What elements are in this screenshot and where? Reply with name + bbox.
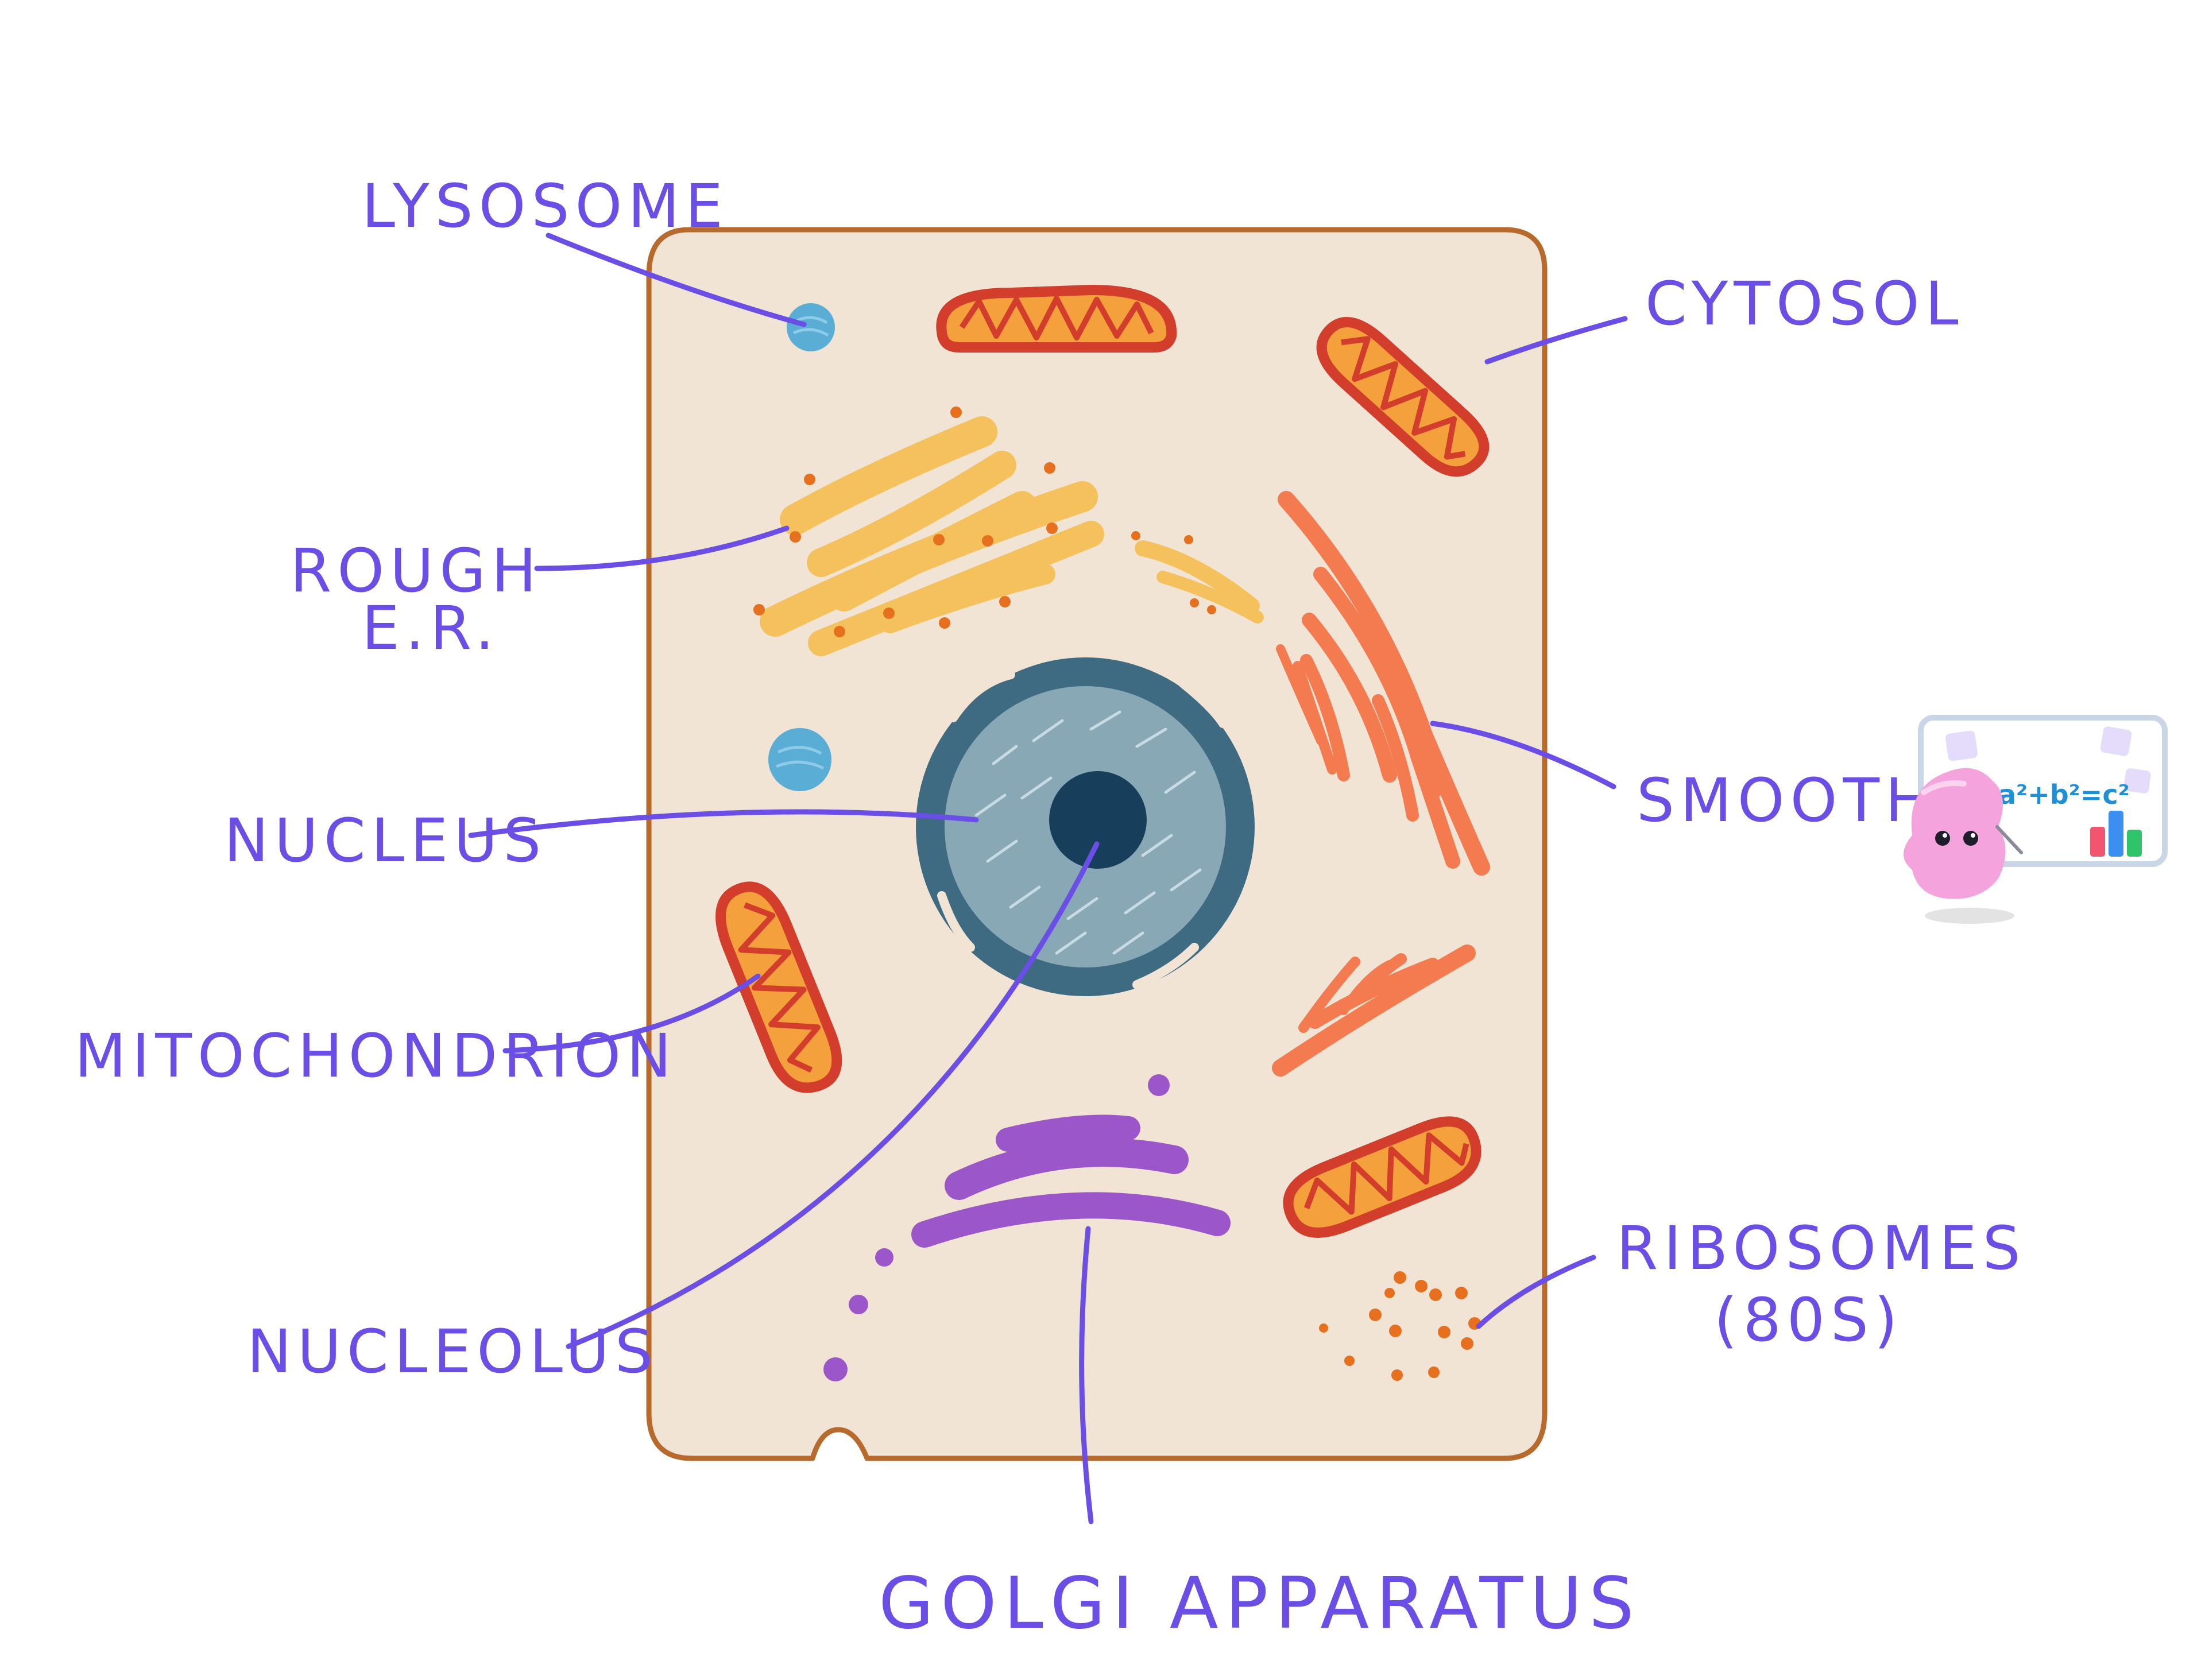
- label-cytosol: CYTOSOL: [1645, 269, 1964, 339]
- label-ribosomes-line2: (80S): [1714, 1285, 1904, 1355]
- leader-mitochondrion: [502, 973, 761, 1054]
- label-lysosome: LYSOSOME: [362, 171, 729, 241]
- mascot-eye-left: [1935, 831, 1950, 846]
- mascot-eye-right: [1963, 831, 1978, 846]
- mitochondrion-bottomright: [1283, 1116, 1481, 1238]
- golgi-vesicles: [823, 1074, 1170, 1381]
- smooth-er: [1272, 491, 1490, 1077]
- mitochondrion-topright: [1316, 317, 1490, 477]
- label-mitochondrion: MITOCHONDRION: [75, 1021, 677, 1091]
- label-rough-er-line2: E.R.: [362, 593, 500, 663]
- lysosome-top: [787, 303, 835, 351]
- leader-lines: [468, 233, 1628, 1524]
- bar-green: [2127, 830, 2142, 857]
- leader-nucleus: [468, 809, 979, 838]
- leader-golgi: [1079, 1226, 1094, 1524]
- rough-er-ribosomes: [753, 407, 1216, 637]
- whiteboard-formula: a²+b²=c²: [1998, 779, 2130, 810]
- leader-lysosome: [546, 233, 807, 327]
- label-golgi: GOLGI APPARATUS: [879, 1562, 1641, 1645]
- golgi-apparatus: [911, 1114, 1231, 1248]
- nucleus: [916, 657, 1255, 996]
- label-rough-er-line1: ROUGH: [290, 536, 542, 606]
- mascot-body: [1904, 768, 2006, 899]
- leader-rough-er: [534, 525, 790, 571]
- rough-er: [760, 416, 1264, 656]
- mitochondrion-left: [715, 881, 842, 1093]
- bar-red: [2090, 827, 2105, 857]
- label-nucleolus: NUCLEOLUS: [247, 1317, 659, 1387]
- leader-smooth-er: [1430, 721, 1616, 789]
- leader-nucleolus: [566, 841, 1100, 1349]
- bar-blue: [2109, 811, 2123, 857]
- lysosome-left: [768, 728, 831, 791]
- leader-cytosol: [1484, 316, 1628, 365]
- mascot-whiteboard: a²+b²=c²: [1904, 715, 2168, 924]
- mitochondrion-top: [936, 284, 1177, 353]
- leader-ribosomes: [1476, 1255, 1596, 1329]
- label-nucleus: NUCLEUS: [224, 806, 547, 876]
- label-ribosomes-line1: RIBOSOMES: [1616, 1213, 2026, 1283]
